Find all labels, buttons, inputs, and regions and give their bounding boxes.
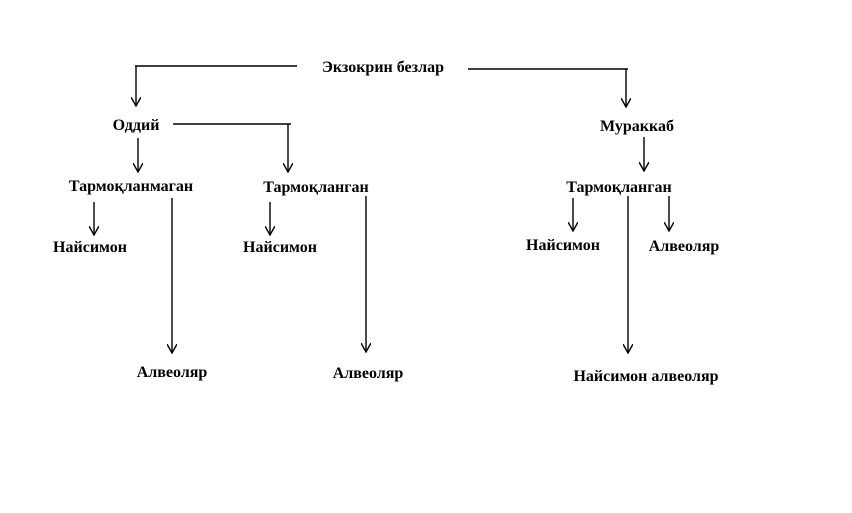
node-simple-unbranched-tubular: Найсимон: [53, 239, 127, 256]
node-simple-unbranched-alveolar: Алвеоляр: [137, 364, 208, 381]
node-compound-branched-tubular: Найсимон: [526, 237, 600, 254]
node-simple-branched-tubular: Найсимон: [243, 239, 317, 256]
node-root: Экзокрин безлар: [322, 59, 444, 76]
node-compound-branched-tubuloalveolar: Найсимон алвеоляр: [573, 368, 718, 385]
node-simple: Оддий: [113, 117, 160, 134]
node-simple-branched: Тармоқланган: [263, 179, 369, 196]
node-simple-unbranched: Тармоқланмаган: [69, 178, 193, 195]
node-simple-branched-alveolar: Алвеоляр: [333, 365, 404, 382]
node-compound: Мураккаб: [600, 118, 674, 135]
connectors: [94, 65, 669, 353]
node-compound-branched: Тармоқланган: [566, 179, 672, 196]
labels: Экзокрин безлар Оддий Мураккаб Тармоқлан…: [53, 59, 719, 385]
node-compound-branched-alveolar: Алвеоляр: [649, 238, 720, 255]
